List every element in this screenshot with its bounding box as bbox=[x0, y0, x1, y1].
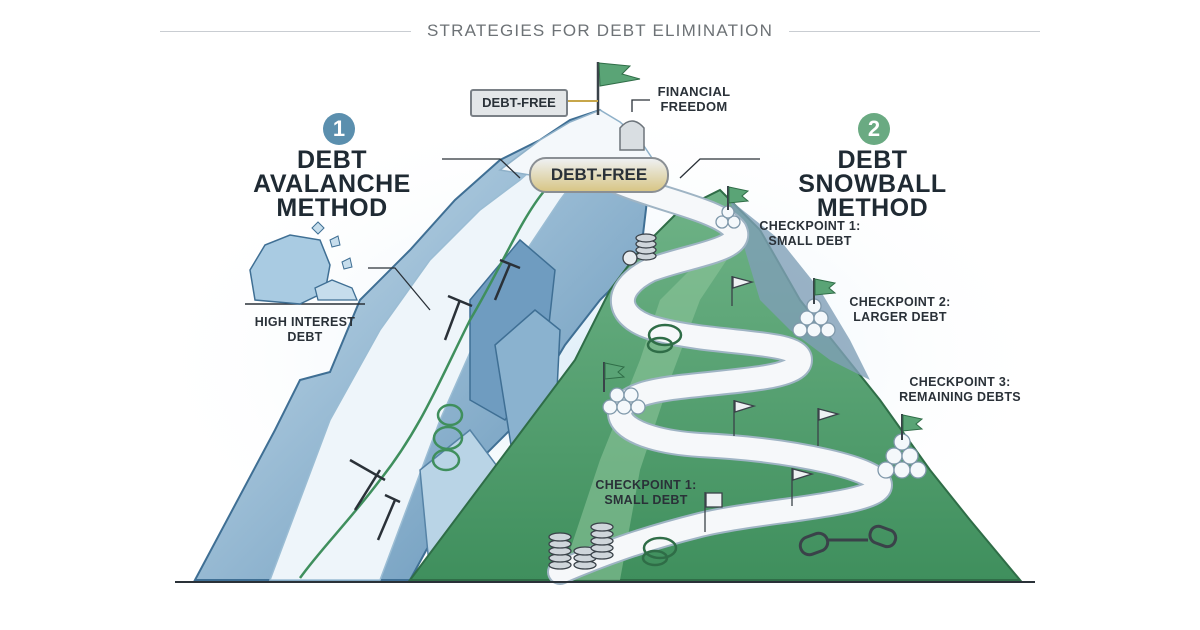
checkpoint-line1: CHECKPOINT 1: bbox=[588, 478, 704, 493]
coin-stack-icon bbox=[636, 234, 656, 260]
checkpoint-1-label: CHECKPOINT 1: SMALL DEBT bbox=[752, 219, 868, 249]
checkpoint-2-label: CHECKPOINT 2: LARGER DEBT bbox=[840, 295, 960, 325]
summit-flag bbox=[599, 63, 640, 86]
snowball-title-line2: METHOD bbox=[765, 196, 980, 220]
coin-icon bbox=[623, 251, 637, 265]
checkpoint-line2: SMALL DEBT bbox=[588, 493, 704, 508]
snowball-title-line1: DEBT SNOWBALL bbox=[765, 148, 980, 196]
checkpoint-line1: CHECKPOINT 1: bbox=[752, 219, 868, 234]
avalanche-title-line1: DEBT AVALANCHE bbox=[222, 148, 442, 196]
debt-free-tag: DEBT-FREE bbox=[470, 89, 568, 117]
high-interest-line2: DEBT bbox=[245, 330, 365, 345]
checkpoint-1-lower-label: CHECKPOINT 1: SMALL DEBT bbox=[588, 478, 704, 508]
checkpoint-3-label: CHECKPOINT 3: REMAINING DEBTS bbox=[885, 375, 1035, 405]
avalanche-title-line2: METHOD bbox=[222, 196, 442, 220]
freedom-marker bbox=[620, 121, 644, 150]
checkpoint-line2: REMAINING DEBTS bbox=[885, 390, 1035, 405]
avalanche-number-badge: 1 bbox=[323, 113, 355, 145]
freedom-line2: FREEDOM bbox=[648, 99, 740, 114]
freedom-line1: FINANCIAL bbox=[648, 84, 740, 99]
high-interest-line1: HIGH INTEREST bbox=[245, 315, 365, 330]
snowball-method-title: DEBT SNOWBALL METHOD bbox=[765, 148, 980, 220]
coin-stack-icon bbox=[591, 523, 613, 559]
debt-free-banner: DEBT-FREE bbox=[529, 157, 669, 193]
coin-stack-icon bbox=[549, 533, 571, 569]
financial-freedom-label: FINANCIAL FREEDOM bbox=[648, 84, 740, 114]
checkpoint-line2: LARGER DEBT bbox=[840, 310, 960, 325]
checkpoint-line1: CHECKPOINT 2: bbox=[840, 295, 960, 310]
checkpoint-line2: SMALL DEBT bbox=[752, 234, 868, 249]
avalanche-method-title: DEBT AVALANCHE METHOD bbox=[222, 148, 442, 220]
snowball-number-badge: 2 bbox=[858, 113, 890, 145]
high-interest-debt-label: HIGH INTEREST DEBT bbox=[245, 315, 365, 345]
checkpoint-line1: CHECKPOINT 3: bbox=[885, 375, 1035, 390]
